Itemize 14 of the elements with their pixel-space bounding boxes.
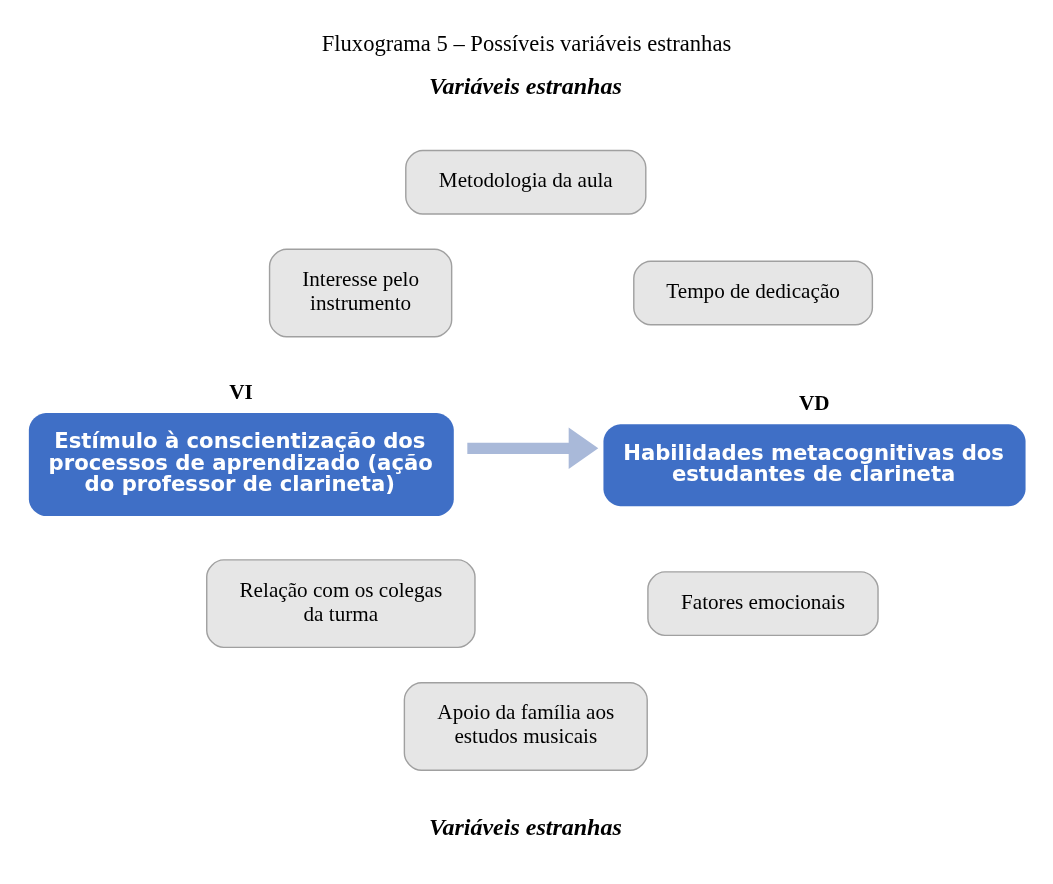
diagram-title: Fluxograma 5 – Possíveis variáveis estranhas <box>321 31 732 57</box>
node-box: Habilidades metacognitivas dos estudantes de clarineta <box>603 424 1026 507</box>
label: Variáveis estranhas <box>429 73 622 100</box>
node-box: Metodologia da aula <box>405 149 647 215</box>
node-box: Fatores emocionais <box>647 571 879 637</box>
node-box: Apoio da família aos estudos musicais <box>403 682 648 771</box>
node-label: VI <box>229 379 253 404</box>
node-box: Relação com os colegas da turma <box>206 559 476 649</box>
arrow <box>467 427 599 470</box>
node-label: VD <box>798 391 830 416</box>
node-box: Interesse pelo instrumento <box>268 248 453 338</box>
node-box: Estímulo à conscientização dos processos de aprendizado (ação do professor de clarineta) <box>28 413 454 517</box>
node-box: Tempo de dedicação <box>633 260 874 326</box>
label: Variáveis estranhas <box>429 814 622 841</box>
